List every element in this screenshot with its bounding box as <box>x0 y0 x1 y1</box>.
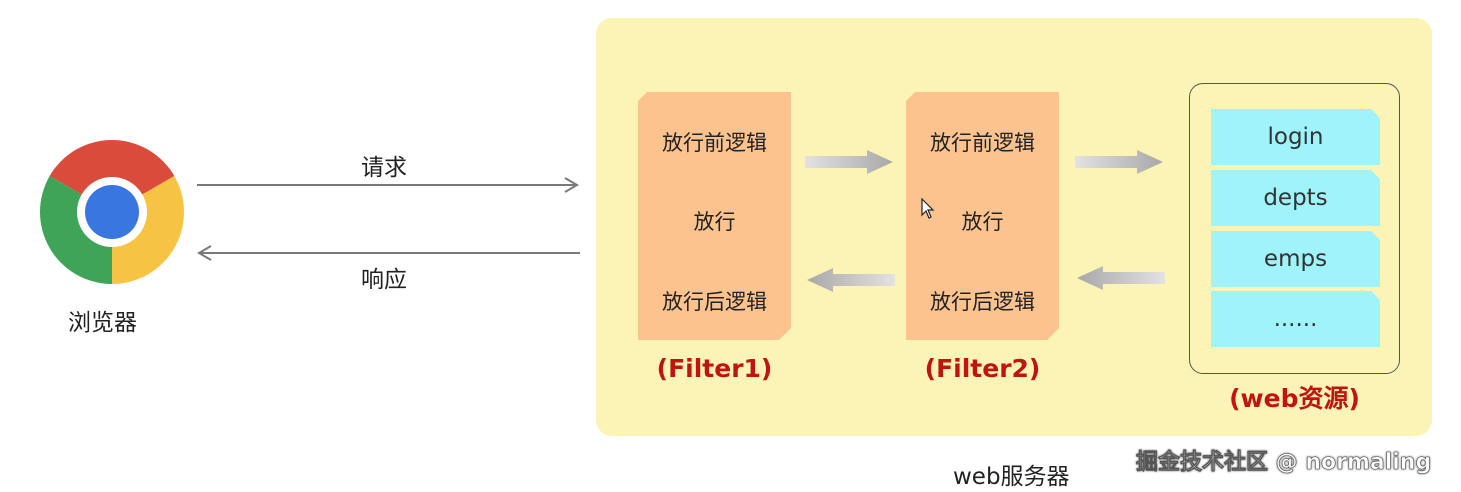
web-server-label: web服务器 <box>953 464 1070 490</box>
filter1-box: 放行前逻辑 放行 放行后逻辑 <box>638 92 791 340</box>
backward-arrow-icon <box>807 268 895 292</box>
forward-arrow-icon <box>1075 150 1163 174</box>
web-resources-frame <box>1189 83 1400 374</box>
browser-label: 浏览器 <box>68 310 137 336</box>
filter1-caption: (Filter1) <box>656 354 773 383</box>
web-resources-caption: (web资源) <box>1229 384 1360 413</box>
filter1-after-logic: 放行后逻辑 <box>662 290 767 314</box>
chrome-logo-icon <box>40 140 184 284</box>
filter2-pass: 放行 <box>961 210 1004 234</box>
filter2-before-logic: 放行前逻辑 <box>930 131 1035 155</box>
filter2-caption: (Filter2) <box>924 354 1041 383</box>
response-arrow-icon <box>197 245 580 261</box>
mouse-cursor-icon <box>921 198 935 219</box>
forward-arrow-icon <box>805 150 893 174</box>
filter2-box: 放行前逻辑 放行 放行后逻辑 <box>906 92 1059 340</box>
resource-item-more: ...... <box>1211 291 1380 347</box>
response-label: 响应 <box>361 267 407 293</box>
request-arrow-icon <box>197 177 579 193</box>
resource-item-login: login <box>1211 109 1380 165</box>
filter2-after-logic: 放行后逻辑 <box>930 290 1035 314</box>
resource-item-emps: emps <box>1211 231 1380 287</box>
watermark: 掘金技术社区 @ normaling <box>1136 450 1432 476</box>
backward-arrow-icon <box>1077 266 1165 290</box>
resource-item-depts: depts <box>1211 170 1380 226</box>
filter1-before-logic: 放行前逻辑 <box>662 131 767 155</box>
filter1-pass: 放行 <box>693 210 736 234</box>
request-label: 请求 <box>361 155 407 181</box>
